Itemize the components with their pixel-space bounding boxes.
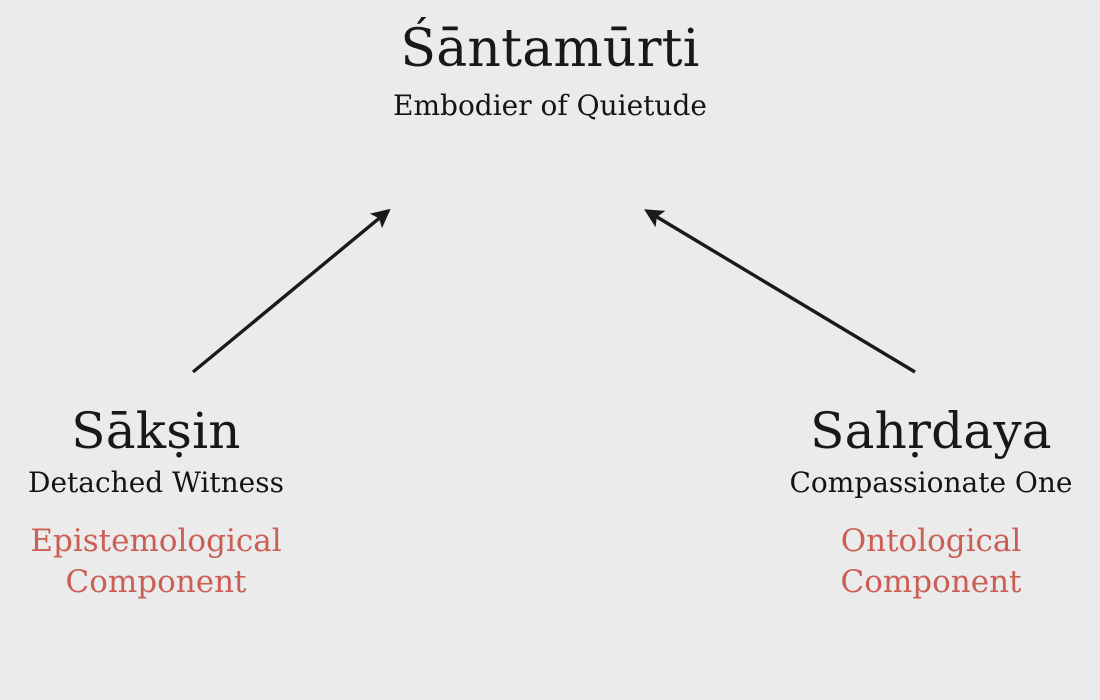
node-saksin-title: Sākṣin <box>71 402 241 460</box>
node-sahrdaya-subtitle: Compassionate One <box>789 465 1073 499</box>
node-saksin-component-tag-line2: Component <box>65 564 247 601</box>
node-sahrdaya-component-tag-line2: Component <box>840 564 1022 601</box>
node-saksin-component-tag-line1: Epistemological <box>30 523 282 560</box>
node-sahrdaya-component-tag-line1: Ontological <box>840 523 1022 560</box>
arrow-left-to-root <box>191 208 391 374</box>
node-sahrdaya[interactable]: Sahṛdaya Compassionate One Ontological C… <box>781 405 1081 603</box>
node-saksin-subtitle: Detached Witness <box>28 465 284 499</box>
node-santamurti-subtitle: Embodier of Quietude <box>393 88 707 122</box>
node-sahrdaya-title: Sahṛdaya <box>810 402 1052 460</box>
node-sahrdaya-component-tag: Ontological Component <box>781 521 1081 603</box>
arrow-right-to-root <box>644 209 916 374</box>
node-saksin[interactable]: Sākṣin Detached Witness Epistemological … <box>6 405 306 603</box>
node-saksin-component-tag: Epistemological Component <box>6 521 306 603</box>
node-santamurti-title: Śāntamūrti <box>400 19 700 79</box>
node-santamurti[interactable]: Śāntamūrti Embodier of Quietude <box>0 22 1100 121</box>
